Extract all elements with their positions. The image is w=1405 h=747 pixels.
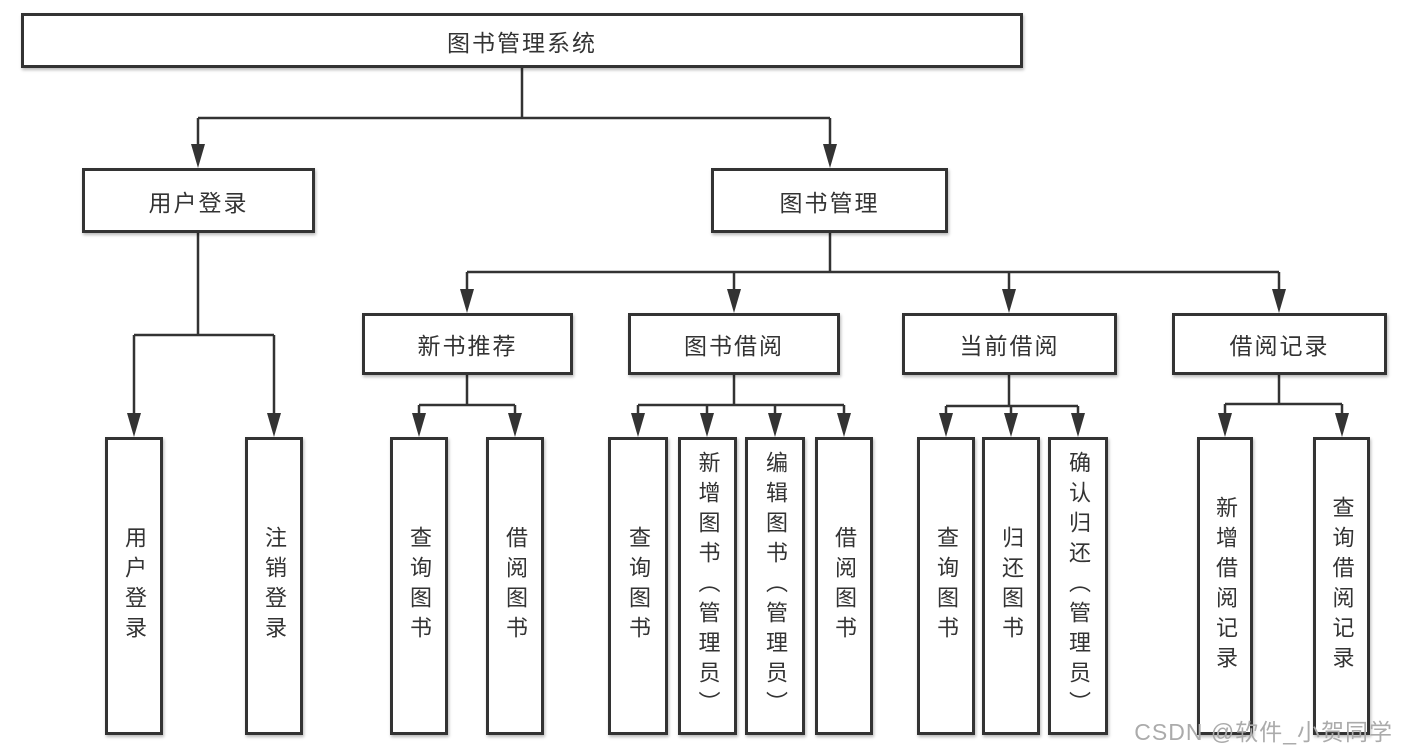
leaf-add-books-admin-label: 新增图书（管理员） [695, 451, 721, 721]
node-book-borrowing: 图书借阅 [628, 313, 840, 375]
leaf-query-books-current: 查询图书 [917, 437, 975, 735]
leaf-user-login-label: 用户登录 [122, 526, 147, 646]
leaf-edit-books-admin-label: 编辑图书（管理员） [763, 451, 788, 721]
node-new-book-recommend: 新书推荐 [362, 313, 573, 375]
leaf-return-books-label: 归还图书 [999, 526, 1024, 646]
leaf-edit-books-admin: 编辑图书（管理员） [745, 437, 805, 735]
node-borrowing-records: 借阅记录 [1172, 313, 1387, 375]
leaf-borrow-books-label: 借阅图书 [832, 526, 857, 646]
leaf-add-books-admin: 新增图书（管理员） [678, 437, 737, 735]
leaf-return-books: 归还图书 [982, 437, 1040, 735]
leaf-query-borrow-record: 查询借阅记录 [1313, 437, 1370, 735]
leaf-query-books-borrow-label: 查询图书 [626, 526, 651, 646]
leaf-confirm-return-admin-label: 确认归还（管理员） [1066, 451, 1091, 721]
leaf-borrow-books: 借阅图书 [815, 437, 873, 735]
node-user-login: 用户登录 [82, 168, 315, 233]
leaf-borrow-books-newbook-label: 借阅图书 [503, 526, 528, 646]
leaf-query-books-newbook: 查询图书 [390, 437, 448, 735]
leaf-confirm-return-admin: 确认归还（管理员） [1048, 437, 1108, 735]
node-library-management-system: 图书管理系统 [21, 13, 1023, 68]
leaf-add-borrow-record-label: 新增借阅记录 [1213, 496, 1238, 676]
leaf-query-books-borrow: 查询图书 [608, 437, 668, 735]
node-book-management: 图书管理 [711, 168, 948, 233]
leaf-query-borrow-record-label: 查询借阅记录 [1329, 496, 1355, 676]
leaf-user-login: 用户登录 [105, 437, 163, 735]
watermark: CSDN @软件_小贺同学 [1134, 719, 1393, 745]
node-current-borrowing: 当前借阅 [902, 313, 1117, 375]
leaf-query-books-newbook-label: 查询图书 [407, 526, 432, 646]
leaf-logout-label: 注销登录 [262, 526, 287, 646]
leaf-add-borrow-record: 新增借阅记录 [1197, 437, 1253, 735]
leaf-query-books-current-label: 查询图书 [934, 526, 959, 646]
leaf-logout: 注销登录 [245, 437, 303, 735]
leaf-borrow-books-newbook: 借阅图书 [486, 437, 544, 735]
